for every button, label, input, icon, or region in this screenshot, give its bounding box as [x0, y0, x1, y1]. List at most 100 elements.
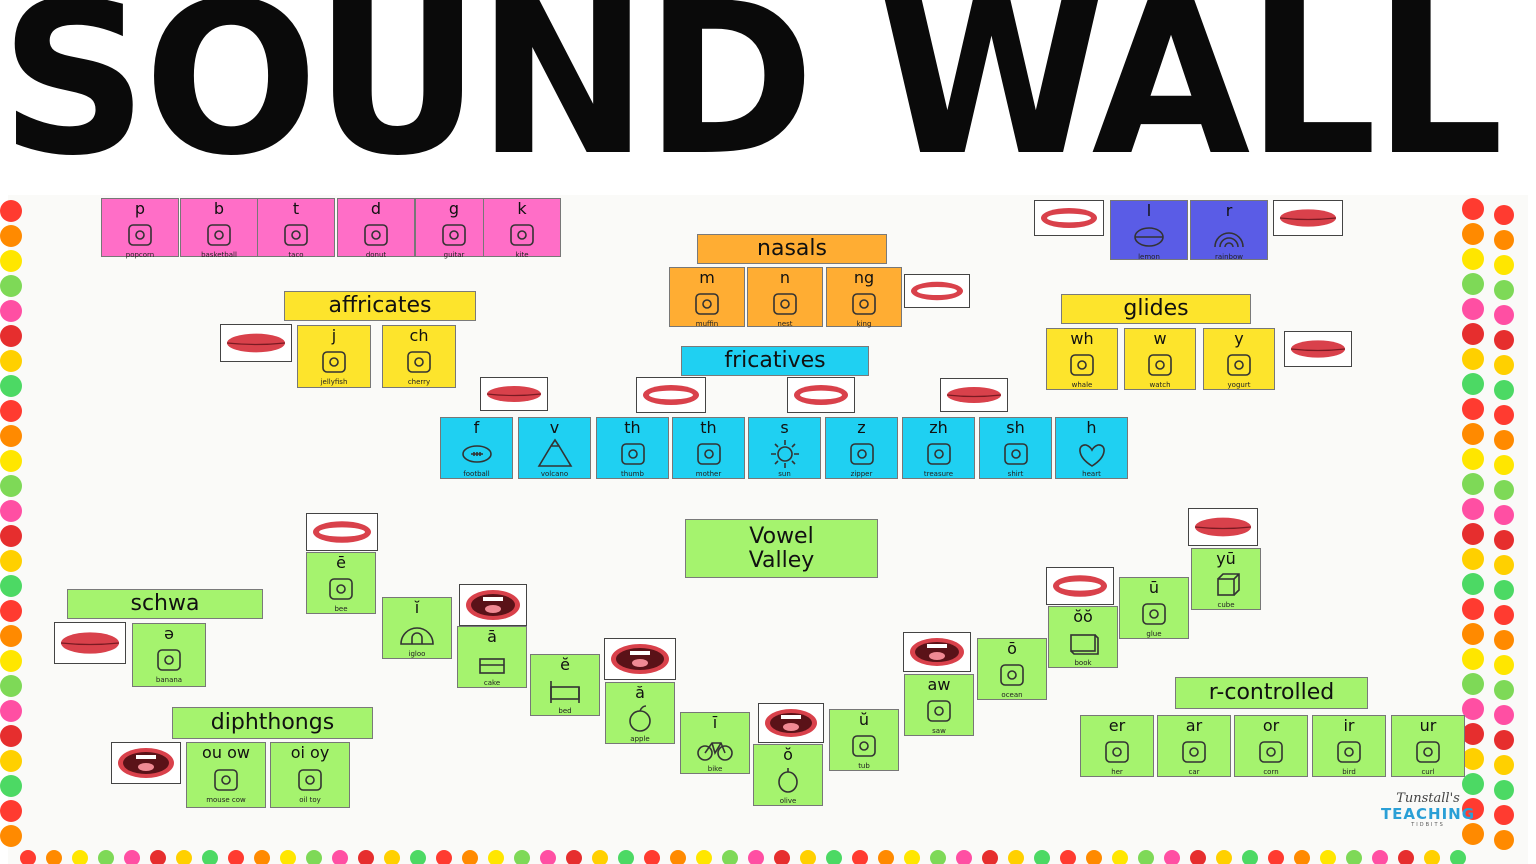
- card-grapheme: ir: [1343, 716, 1355, 735]
- olive-icon: [754, 763, 822, 797]
- card-keyword: banana: [155, 676, 183, 684]
- border-apple: [332, 850, 348, 864]
- card-keyword: guitar: [443, 251, 465, 259]
- border-apple: [1494, 255, 1514, 275]
- border-apple: [1462, 623, 1484, 645]
- border-apple: [1462, 798, 1484, 820]
- border-apple: [1294, 850, 1310, 864]
- border-apple: [1462, 398, 1484, 420]
- border-apple: [1462, 573, 1484, 595]
- border-apple: [0, 275, 22, 297]
- mouth-photo-open: [758, 703, 824, 743]
- border-apple: [748, 850, 764, 864]
- card-grapheme: t: [292, 199, 300, 218]
- shirt-icon: [980, 436, 1051, 470]
- border-apple: [722, 850, 738, 864]
- card-grapheme: or: [1262, 716, 1280, 735]
- whale-icon: [1047, 347, 1117, 381]
- card-grapheme: ch: [409, 326, 429, 345]
- border-apple: [0, 400, 22, 422]
- card-keyword: oil toy: [299, 796, 321, 804]
- border-apple: [0, 525, 22, 547]
- border-apple: [1462, 223, 1484, 245]
- bee-icon: [307, 571, 375, 605]
- kite-icon: [484, 217, 560, 251]
- border-apple: [670, 850, 686, 864]
- border-apple: [1138, 850, 1154, 864]
- border-apple: [1216, 850, 1232, 864]
- card-grapheme: h: [1086, 418, 1097, 437]
- card-keyword: olive: [779, 797, 797, 805]
- card-keyword: cake: [483, 679, 501, 687]
- book-icon: [1049, 625, 1117, 659]
- border-apple: [1494, 305, 1514, 325]
- border-apple: [1008, 850, 1024, 864]
- border-apple: [982, 850, 998, 864]
- bed-icon: [531, 673, 599, 707]
- border-apple: [1320, 850, 1336, 864]
- border-apple: [0, 300, 22, 322]
- card-grapheme: ĕ: [560, 655, 570, 674]
- border-apple: [462, 850, 478, 864]
- border-apple: [124, 850, 140, 864]
- card-keyword: mother: [695, 470, 722, 478]
- border-apple: [644, 850, 660, 864]
- border-apple: [384, 850, 400, 864]
- card-grapheme: wh: [1070, 329, 1094, 348]
- group-label-fricatives: fricatives: [681, 346, 869, 376]
- border-apple: [930, 850, 946, 864]
- border-apple: [150, 850, 166, 864]
- card-keyword: taco: [288, 251, 304, 259]
- card-keyword: book: [1074, 659, 1092, 667]
- mouth-photo-closed: [1284, 331, 1352, 367]
- card-keyword: apple: [630, 735, 650, 743]
- border-apple: [592, 850, 608, 864]
- group-label-r-controlled: r-controlled: [1175, 677, 1368, 709]
- border-apple: [1494, 630, 1514, 650]
- border-apple: [1462, 348, 1484, 370]
- mother-icon: [673, 436, 744, 470]
- nest-icon: [748, 286, 822, 320]
- border-apple: [0, 800, 22, 822]
- volcano-icon: [519, 436, 590, 470]
- border-apple: [1462, 323, 1484, 345]
- mouth-photo-teeth: [636, 377, 706, 413]
- football-icon: [441, 436, 512, 470]
- border-apple: [1494, 480, 1514, 500]
- card-keyword: rainbow: [1215, 253, 1243, 261]
- card-grapheme: m: [699, 268, 715, 287]
- card-grapheme: f: [473, 418, 480, 437]
- mouth-photo-teeth: [904, 274, 970, 308]
- border-apple: [1398, 850, 1414, 864]
- group-label-schwa: schwa: [67, 589, 263, 619]
- border-apple: [566, 850, 582, 864]
- king-icon: [827, 286, 901, 320]
- card-grapheme: ŏŏ: [1073, 607, 1093, 626]
- border-apple: [1494, 380, 1514, 400]
- donut-icon: [338, 217, 414, 251]
- border-apple: [0, 725, 22, 747]
- logo-line2: TEACHING: [1380, 805, 1476, 823]
- card-keyword: jellyfish: [320, 378, 348, 386]
- border-apple: [1494, 430, 1514, 450]
- border-apple: [0, 325, 22, 347]
- jellyfish-icon: [298, 344, 370, 378]
